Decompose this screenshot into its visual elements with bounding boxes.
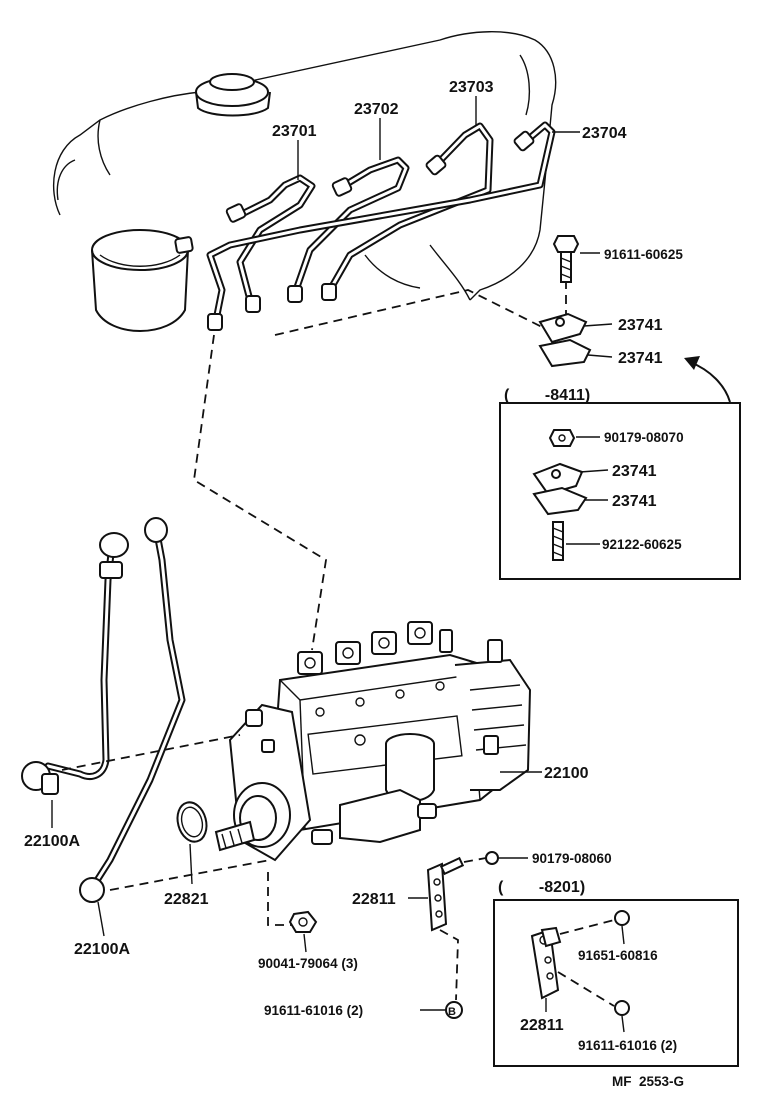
label-box1-range: ( -8411) [504,387,590,404]
variant-box-8411 [499,402,741,580]
label-90041-79064: 90041-79064 (3) [258,956,358,971]
leader-lines-top [297,96,580,180]
label-91611-60625: 91611-60625 [604,247,683,262]
label-23701: 23701 [272,123,317,140]
bracket-22811: B [408,851,528,1019]
label-22811-b: 22811 [520,1017,564,1034]
label-22811: 22811 [352,891,396,908]
variant-box-8201 [493,899,739,1067]
label-22100A-2: 22100A [74,941,130,958]
label-23741-c: 23741 [612,463,657,480]
label-22100: 22100 [544,765,589,782]
label-90179-08060: 90179-08060 [532,851,612,866]
box1-arrowhead [684,356,700,370]
label-91651-60816: 91651-60816 [578,948,658,963]
label-22100A-1: 22100A [24,833,80,850]
label-footer-code: MF 2553-G [612,1074,684,1089]
engine-block-outline [53,31,557,332]
label-91611-61016-b: 91611-61016 (2) [578,1038,677,1053]
label-23702: 23702 [354,101,399,118]
label-90179-08070: 90179-08070 [604,430,684,445]
svg-text:B: B [448,1006,456,1018]
box1-arrow [689,361,731,403]
pipe-22100A-left [21,532,129,828]
nut-90041-79064 [267,872,318,953]
injection-pump-22100 [214,621,542,862]
label-23741-b: 23741 [618,350,663,367]
injection-pipes [174,121,556,331]
pipe-group-dash [274,289,549,336]
label-23704: 23704 [582,125,627,142]
clamp-23741-top [538,312,613,368]
bolt-91611-60625 [552,235,600,283]
label-23741-a: 23741 [618,317,663,334]
label-22821: 22821 [164,891,209,908]
o-ring-22821 [176,801,208,885]
label-91611-61016: 91611-61016 (2) [264,1003,363,1018]
pipe-22100A-long [79,517,186,937]
pipe-to-pump-dash [193,334,327,651]
pipe-left-dash [61,734,241,771]
label-box2-range: ( -8201) [498,879,585,896]
label-92122-60625: 92122-60625 [602,537,682,552]
label-23703: 23703 [449,79,494,96]
callout-labels: 23701 23702 23703 23704 91611-60625 2374… [24,79,684,1089]
label-23741-d: 23741 [612,493,657,510]
pipe-long-dash [109,859,271,891]
